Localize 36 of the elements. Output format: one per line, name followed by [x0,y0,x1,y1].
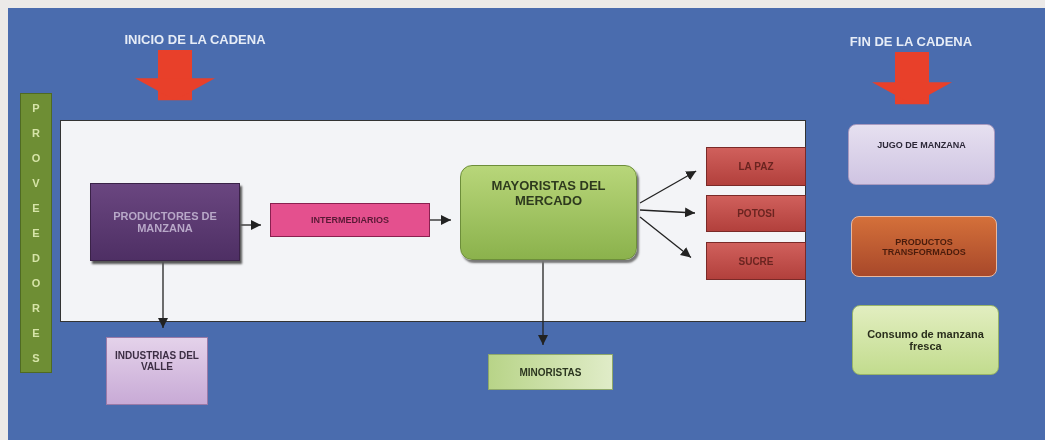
process-box [270,203,430,237]
supplier-band [20,93,52,373]
block-arrow [135,50,215,101]
node-label: PRODUCTORES DE MANZANA [112,210,218,234]
process-box [488,354,613,390]
process-box [460,165,637,260]
node-label: LA PAZ [738,161,774,172]
node-label: POTOSI [737,208,775,219]
process-box [848,124,995,185]
arrow [639,207,696,218]
node-label: MAYORISTAS DEL MERCADO [490,178,607,208]
arrow [429,215,452,225]
node-label: PROVEEDORES [30,100,42,366]
block-arrow [872,52,952,105]
process-box [90,183,240,261]
heading-text: FIN DE LA CADENA [826,30,996,52]
node-label: JUGO DE MANZANA [877,140,966,150]
node-label: Consumo de manzana fresca [867,328,984,352]
arrow [639,216,692,259]
chain-panel [60,120,806,322]
arrow [239,220,262,230]
arrow [538,259,548,346]
arrow [158,260,168,329]
process-box [706,147,806,186]
process-box [106,337,208,405]
arrow [639,170,697,204]
process-box [706,195,806,232]
node-label: MINORISTAS [519,366,582,378]
heading-text: INICIO DE LA CADENA [100,28,290,50]
process-box [852,305,999,375]
process-box [706,242,806,280]
node-label: SUCRE [738,255,774,267]
node-label: PRODUCTOS TRANSFORMADOS [881,236,967,257]
process-box [851,216,997,277]
node-label: INTERMEDIARIOS [311,215,389,225]
node-label: INDUSTRIAS DEL VALLE [114,350,200,372]
